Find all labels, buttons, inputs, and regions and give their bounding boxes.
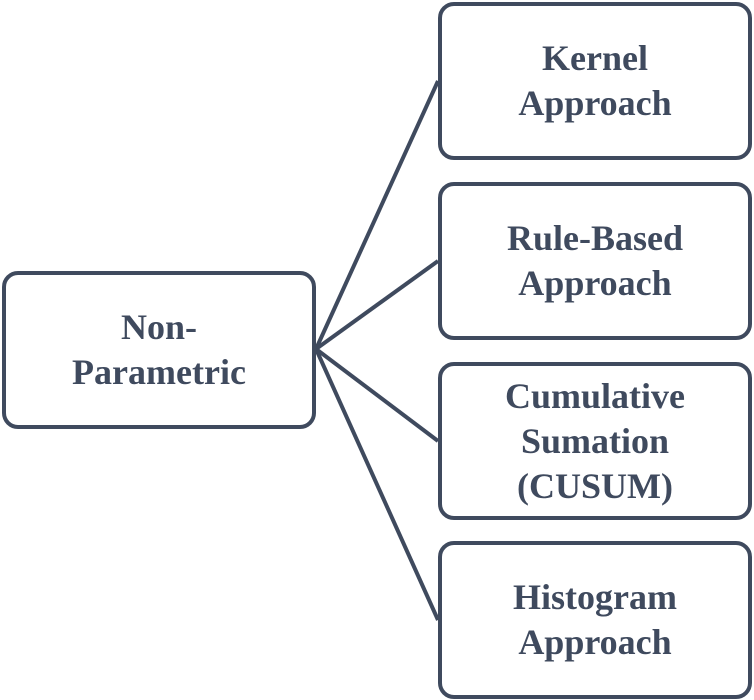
child-node-label: Histogram Approach	[513, 577, 677, 662]
child-node-label: Cumulative Sumation (CUSUM)	[505, 375, 685, 506]
child-node-rule-based-approach: Rule-Based Approach	[438, 182, 752, 340]
child-node-histogram-approach: Histogram Approach	[438, 541, 752, 699]
connector-rule-based	[314, 259, 440, 351]
child-node-cusum: Cumulative Sumation (CUSUM)	[438, 362, 752, 520]
connector-histogram	[314, 348, 440, 621]
child-node-label: Kernel Approach	[518, 38, 672, 123]
connector-kernel	[314, 80, 440, 350]
root-node-label: Non- Parametric	[72, 307, 246, 392]
root-node-non-parametric: Non- Parametric	[2, 271, 316, 429]
connector-cusum	[314, 347, 440, 443]
child-node-label: Rule-Based Approach	[506, 218, 683, 303]
child-node-kernel-approach: Kernel Approach	[438, 2, 752, 160]
